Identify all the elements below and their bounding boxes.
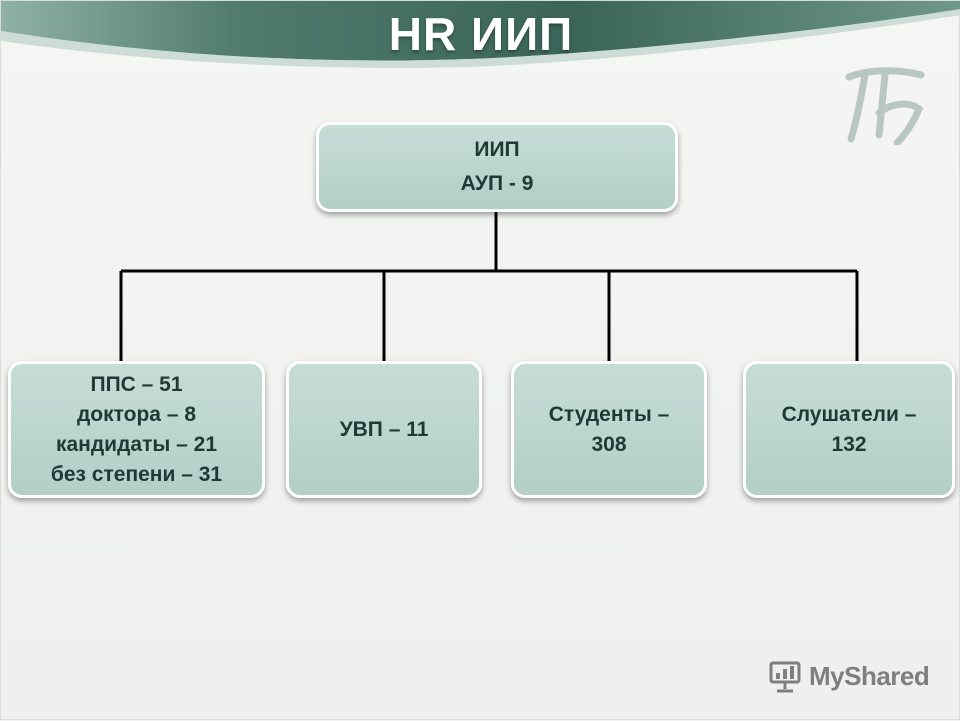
header-band	[1, 1, 960, 71]
org-node-uvp: УВП – 11	[286, 361, 482, 498]
org-node-students-count: 308	[591, 432, 627, 456]
org-node-listeners-count: 132	[831, 432, 867, 456]
org-node-pps-doctors: доктора – 8	[76, 402, 197, 426]
org-node-students: Студенты – 308	[511, 361, 707, 498]
org-node-students-label: Студенты –	[548, 402, 670, 426]
org-node-root-name: ИИП	[474, 138, 520, 161]
university-logo-icon	[845, 67, 925, 145]
org-node-pps: ППС – 51 доктора – 8 кандидаты – 21 без …	[8, 361, 265, 498]
header-wave-shape	[1, 1, 960, 68]
org-node-listeners: Слушатели – 132	[743, 361, 955, 498]
org-node-pps-candidates: кандидаты – 21	[55, 432, 218, 456]
org-node-root: ИИП АУП - 9	[316, 122, 678, 212]
watermark-text: MyShared	[809, 660, 930, 691]
slide-title: HR ИИП	[388, 8, 574, 60]
org-node-uvp-label: УВП – 11	[339, 417, 429, 441]
org-node-listeners-label: Слушатели –	[781, 402, 917, 426]
org-node-pps-total: ППС – 51	[90, 372, 183, 396]
watermark: MyShared	[767, 656, 930, 696]
presentation-board-icon	[769, 661, 801, 693]
org-node-root-aup: АУП - 9	[460, 172, 534, 195]
org-node-pps-no-degree: без степени – 31	[50, 462, 223, 486]
